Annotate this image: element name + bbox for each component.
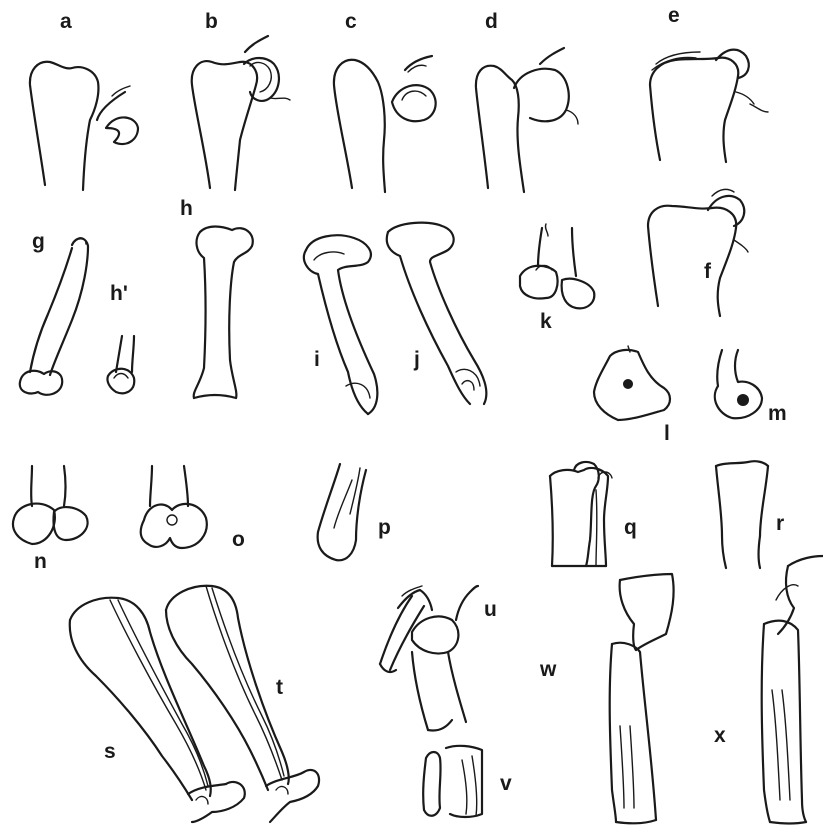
drawing-h: h [180, 197, 253, 398]
label-j: j [413, 348, 420, 371]
drawing-g: g [20, 230, 88, 395]
drawing-n: n [13, 466, 88, 573]
drawing-q: q [550, 462, 637, 566]
label-r: r [776, 512, 784, 535]
drawing-i: i [304, 235, 377, 414]
label-l: l [664, 422, 670, 445]
drawing-c: c [334, 10, 436, 192]
drawing-u: u [380, 586, 497, 731]
drawing-r: r [716, 461, 784, 568]
drawing-b: b [192, 10, 290, 190]
label-q: q [624, 516, 637, 539]
label-a: a [60, 10, 72, 33]
label-s: s [104, 740, 116, 763]
label-p: p [378, 516, 391, 539]
drawing-s: s [70, 598, 245, 822]
drawing-e: e [650, 4, 768, 162]
label-e: e [668, 4, 680, 27]
drawing-w: w [539, 574, 674, 823]
label-i: i [314, 348, 320, 371]
drawing-p: p [318, 464, 391, 560]
label-d: d [485, 10, 498, 33]
o-center-circle [167, 515, 177, 525]
drawing-a: a [30, 10, 138, 190]
label-v: v [500, 772, 512, 795]
label-f: f [704, 260, 712, 283]
drawing-h-prime: h' [107, 282, 134, 393]
drawing-k: k [520, 224, 594, 333]
label-h: h [180, 197, 193, 220]
label-b: b [205, 10, 218, 33]
label-n: n [34, 550, 47, 573]
label-u: u [484, 598, 497, 621]
label-c: c [345, 10, 357, 33]
label-t: t [276, 676, 283, 699]
label-w: w [539, 658, 557, 681]
label-x: x [714, 724, 726, 747]
drawing-m: m [715, 350, 787, 425]
label-g: g [32, 230, 45, 253]
drawing-j: j [387, 223, 487, 404]
label-h-prime: h' [110, 282, 128, 305]
drawing-v: v [423, 746, 512, 817]
m-foramen [737, 394, 749, 406]
drawing-d: d [476, 10, 578, 192]
label-o: o [232, 528, 245, 551]
drawing-x: x [714, 556, 823, 824]
drawing-f: f [648, 189, 748, 316]
drawing-l: l [594, 346, 670, 445]
l-foramen [623, 379, 633, 389]
label-m: m [768, 402, 787, 425]
drawing-o: o [141, 466, 245, 551]
label-k: k [540, 310, 552, 333]
